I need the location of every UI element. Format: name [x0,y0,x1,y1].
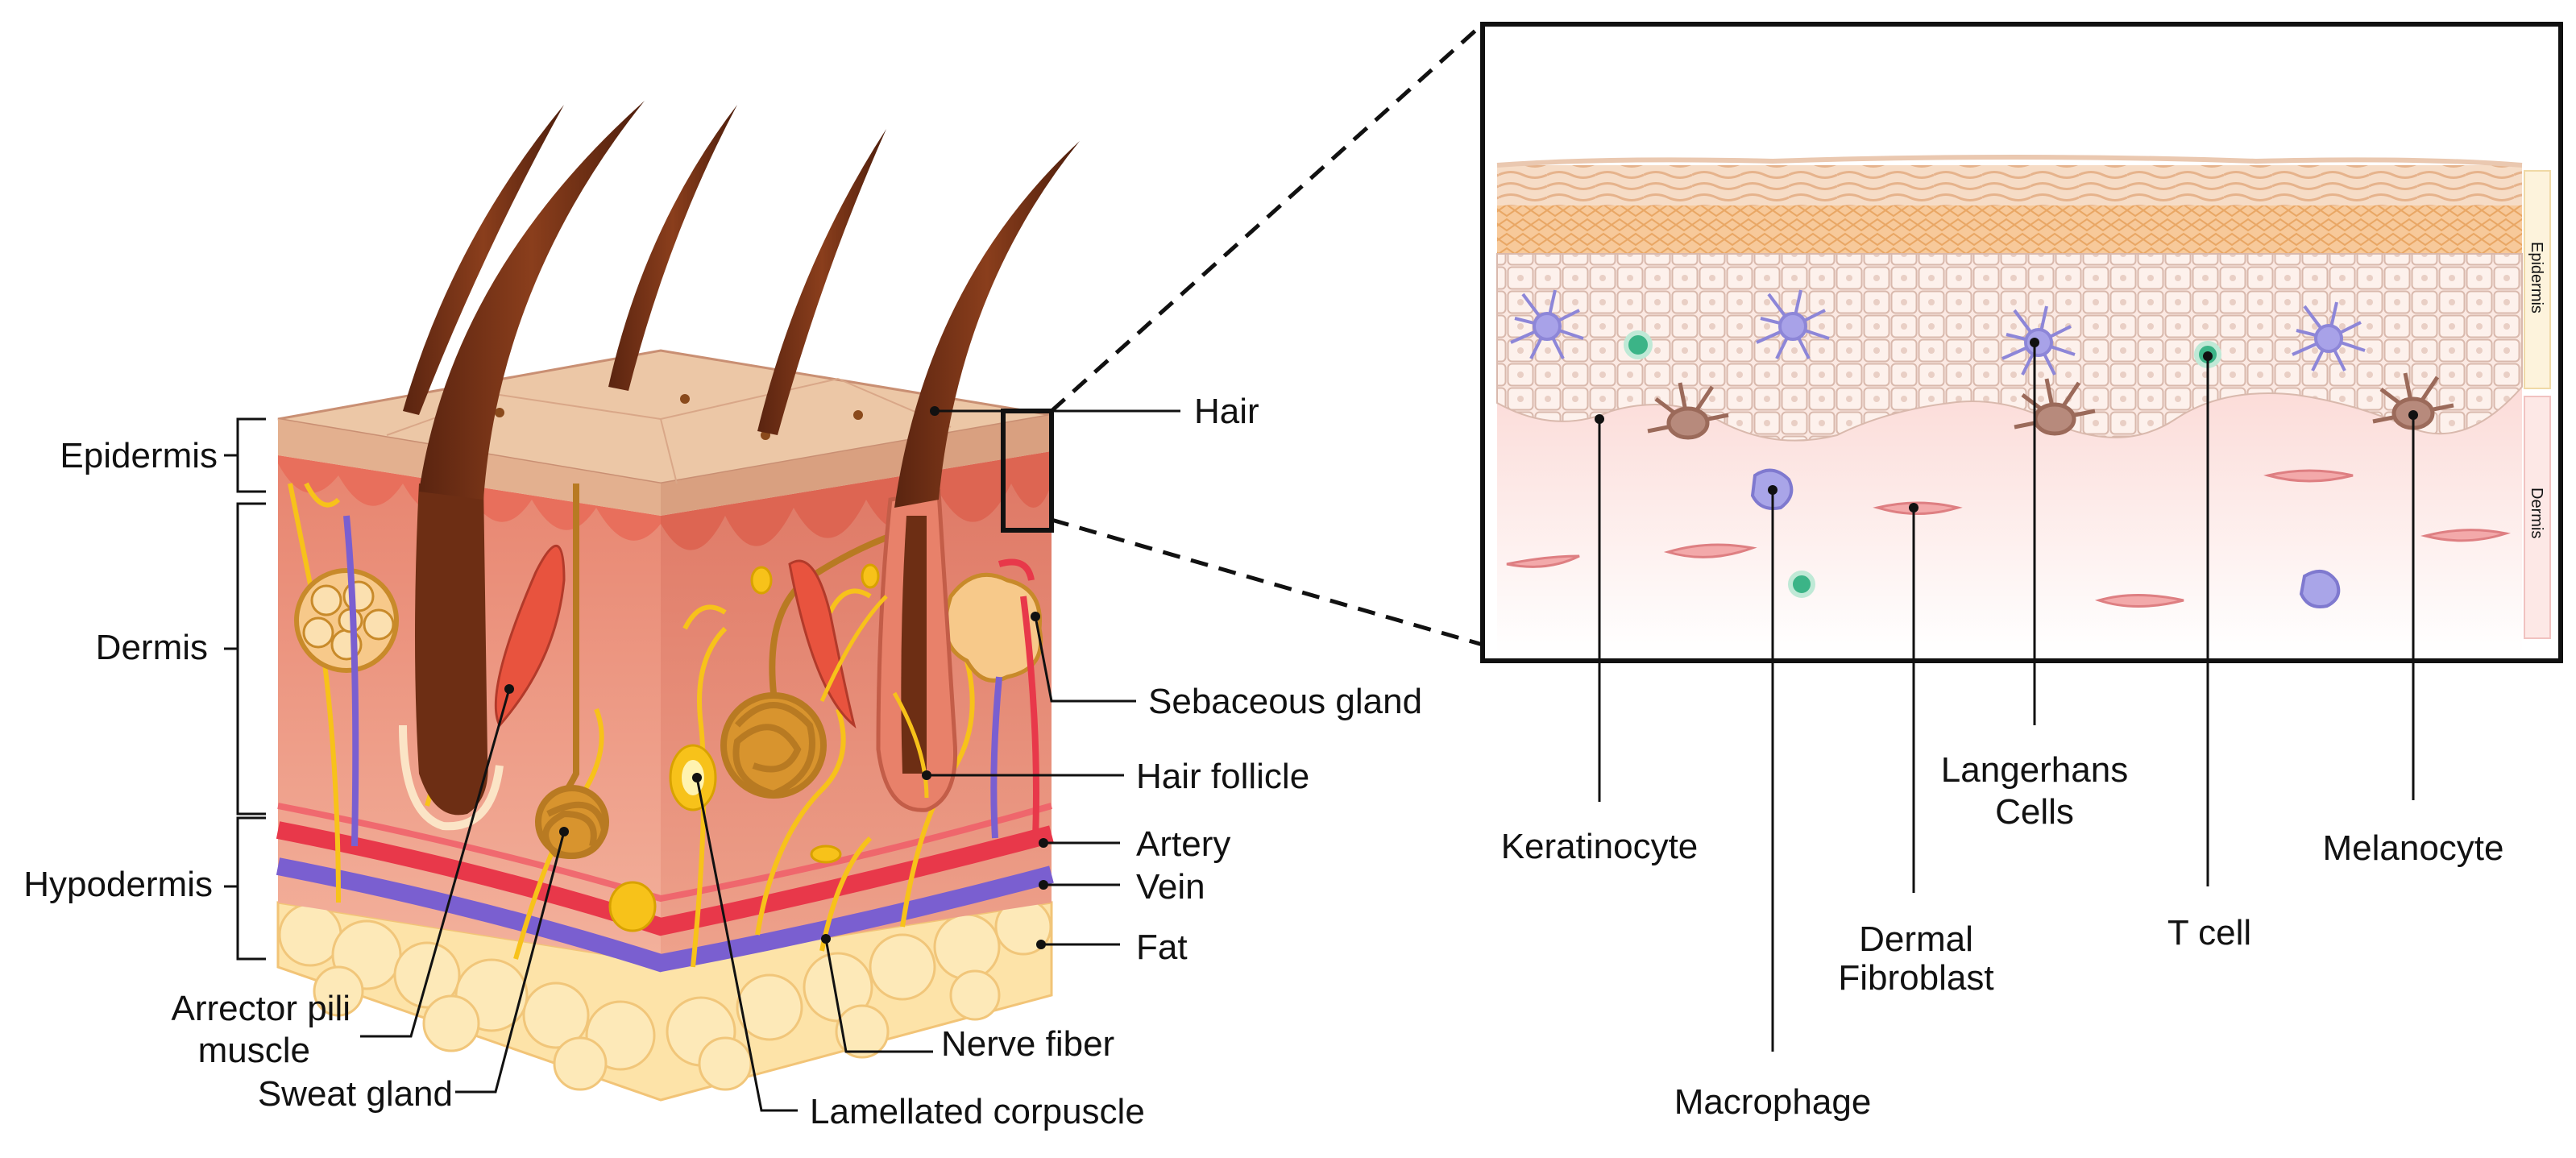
sweat-gland-left [535,484,609,859]
callout-sebaceous-gland: Sebaceous gland [1148,682,1422,721]
layer-label-epidermis: Epidermis [60,436,218,475]
callout-hair: Hair [1194,392,1259,431]
callout-nerve-fiber: Nerve fiber [941,1024,1114,1064]
skin-block-illustration [276,101,1080,1102]
callout-lamellated-corpuscle: Lamellated corpuscle [810,1092,1145,1131]
arrector-pili-muscle [494,544,566,728]
callout-hair-follicle: Hair follicle [1136,757,1309,796]
inset-side-label-epidermis: Epidermis [2528,242,2545,313]
callout-langerhans-line1: Langerhans [1941,750,2128,790]
callout-dermal-fibroblast-line2: Fibroblast [1838,958,1993,998]
inset-side-label-dermis: Dermis [2528,488,2545,538]
langerhans-cells [1510,289,2366,376]
callout-arrector-pili-line2: muscle [198,1031,310,1070]
layer-label-dermis: Dermis [96,628,208,667]
sebaceous-gland-left [294,568,399,673]
epidermis-inset [1480,22,2563,663]
callout-vein: Vein [1136,867,1205,907]
hair-follicle-left [415,484,488,816]
left-callout-leaders [360,406,1180,1112]
callout-langerhans-line2: Cells [1995,792,2074,832]
zoom-line-top [1050,23,1484,413]
right-callout-leaders [1595,338,2418,1052]
callout-macrophage: Macrophage [1674,1082,1872,1122]
zoom-line-bottom [1051,517,1483,647]
callout-arrector-pili-line1: Arrector pili [172,989,351,1028]
sebaceous-gland-right [943,572,1043,683]
hair-shafts [403,101,1080,508]
layer-label-hypodermis: Hypodermis [23,865,213,904]
vein-vessel [276,857,1054,973]
layer-brackets [224,417,266,961]
callout-artery: Artery [1136,824,1230,864]
callout-fat: Fat [1136,928,1188,967]
callout-dermal-fibroblast-line1: Dermal [1859,919,1973,959]
callout-t-cell: T cell [2167,913,2251,953]
artery-vessel [276,821,1054,936]
epidermis-side-edge [661,415,1052,516]
fat-lobules [278,898,1052,1091]
melanocytes [1647,372,2454,440]
callout-sweat-gland: Sweat gland [258,1074,453,1114]
callout-melanocyte: Melanocyte [2322,828,2503,868]
callout-keratinocyte: Keratinocyte [1501,827,1699,866]
dermal-fibroblasts [1506,469,2511,608]
